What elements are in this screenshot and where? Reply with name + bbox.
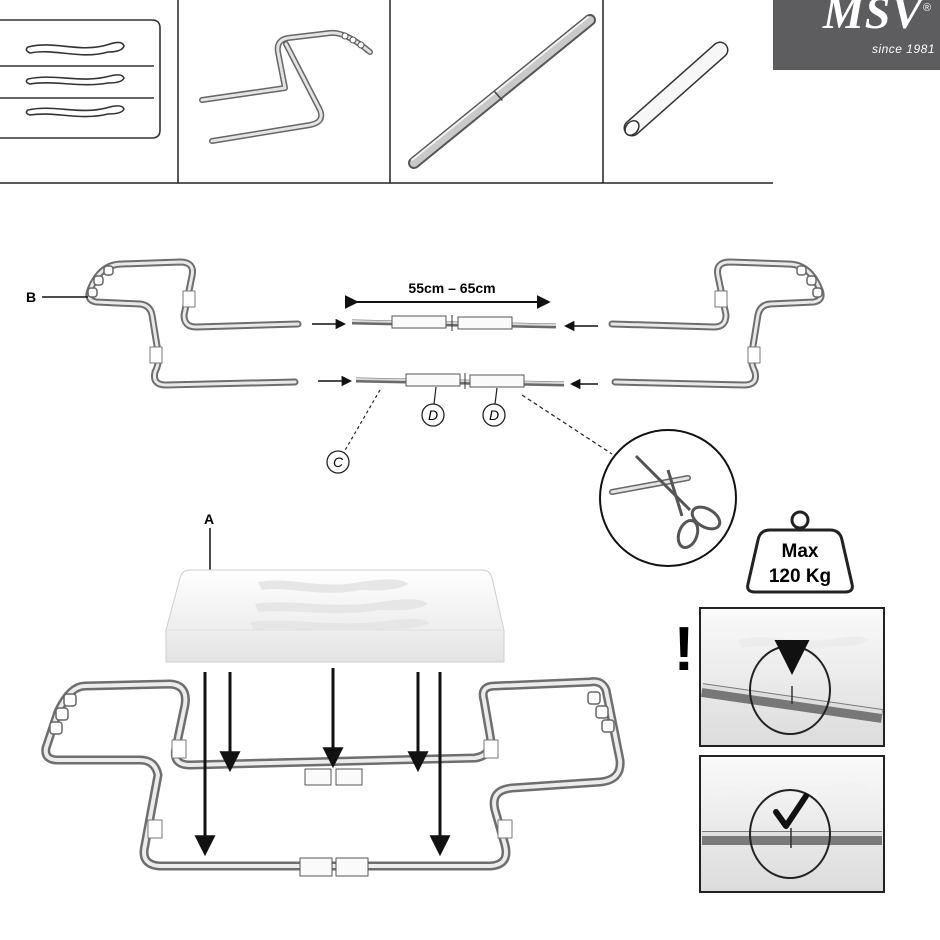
part-frame-icon [199, 29, 373, 144]
assembled-frame [41, 677, 625, 877]
checkmark-icon [773, 793, 809, 829]
left-frame [85, 258, 302, 389]
seat-panel [165, 569, 505, 663]
label-d-1: D [428, 407, 438, 423]
drop-arrows [194, 668, 451, 857]
parts-strip [0, 0, 773, 184]
label-b: B [26, 289, 36, 305]
callout-d-1: D [421, 386, 445, 427]
callout-c: C [326, 389, 381, 474]
brand-registered-mark: ® [923, 2, 932, 14]
brand-name: MSV [822, 0, 923, 38]
callout-d-2: D [482, 387, 506, 427]
range-label: 55cm – 65cm [408, 280, 495, 296]
part-seat-icon [0, 19, 161, 139]
cut-detail-leader [521, 394, 613, 455]
part-sleeve-icon [623, 41, 729, 137]
detail-panel-correct [699, 755, 885, 893]
label-d-2: D [489, 407, 499, 423]
brand-tagline: since 1981 [871, 42, 935, 56]
weight-line-1: Max [782, 541, 819, 562]
insert-arrows [312, 318, 598, 390]
warning-mark: ! [674, 615, 695, 684]
max-weight-icon: Max 120 Kg [746, 510, 854, 594]
warning-mark-icon: ! [674, 615, 695, 684]
brand-logo: MSV ® since 1981 [773, 0, 940, 70]
main-assembly: A [41, 511, 625, 877]
extension-step: B 55cm – 65cm [26, 258, 825, 567]
label-c: C [333, 454, 344, 470]
detail-panel-incorrect [699, 607, 885, 747]
part-tube-icon [408, 14, 596, 169]
upper-tube-assembly [351, 315, 557, 331]
scissors-icon [599, 429, 737, 567]
label-a: A [204, 511, 214, 527]
weight-line-2: 120 Kg [769, 566, 831, 587]
lower-tube-assembly [355, 373, 565, 389]
right-frame [608, 258, 825, 389]
